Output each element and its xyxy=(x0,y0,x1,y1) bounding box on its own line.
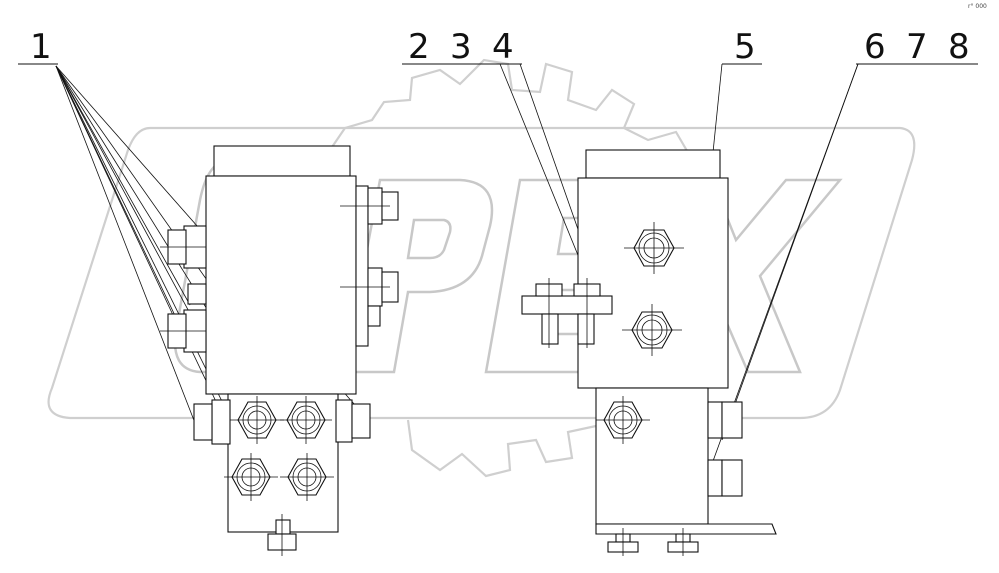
left-side-fitting-right xyxy=(351,403,371,439)
left-fitting-mid-left xyxy=(187,283,207,305)
right-hex-nut-lower xyxy=(622,304,682,356)
left-top-cap xyxy=(213,145,351,177)
callout-labels: 1 2 3 4 5 6 7 8 r° 000 xyxy=(30,3,987,67)
right-side-fitting-lower xyxy=(707,459,743,497)
left-hex-nut-2 xyxy=(280,396,332,444)
left-valve-assembly xyxy=(160,145,399,556)
callout-4: 4 xyxy=(492,27,514,67)
callout-8: 8 xyxy=(948,27,970,67)
left-valve-body xyxy=(205,175,357,395)
right-hex-nut-upper xyxy=(624,222,684,274)
left-side-block-left xyxy=(211,399,231,445)
callout-5: 5 xyxy=(734,27,756,67)
right-base-plate xyxy=(595,523,777,535)
left-side-fitting-left xyxy=(193,403,213,441)
callout-3: 3 xyxy=(450,27,472,67)
right-top-cap xyxy=(585,149,721,179)
callout-6: 6 xyxy=(864,27,886,67)
right-side-fitting-upper xyxy=(707,401,743,439)
left-hex-nut-1 xyxy=(230,396,284,444)
left-fitting-lower-right xyxy=(340,267,399,327)
callout-1: 1 xyxy=(30,27,52,67)
left-hex-nut-4 xyxy=(280,453,334,501)
left-side-block-right xyxy=(335,399,353,443)
right-bottom-bolt-2 xyxy=(667,528,699,556)
right-bottom-bolt-1 xyxy=(607,528,639,556)
right-valve-body xyxy=(577,177,729,389)
left-right-plate xyxy=(355,185,369,347)
callout-2: 2 xyxy=(408,27,430,67)
callout-7: 7 xyxy=(906,27,928,67)
right-lower-hex-nut xyxy=(596,396,650,444)
corner-mark: r° 000 xyxy=(968,3,987,10)
right-valve-assembly xyxy=(521,149,777,556)
left-fitting-upper-right xyxy=(340,187,399,225)
right-bolt-pair xyxy=(521,278,613,348)
watermark-plate xyxy=(47,126,916,420)
left-bottom-bolt xyxy=(267,514,297,556)
left-fitting-upper-left xyxy=(160,225,207,269)
left-hex-nut-3 xyxy=(224,453,278,501)
left-fitting-lower-left xyxy=(160,309,207,353)
